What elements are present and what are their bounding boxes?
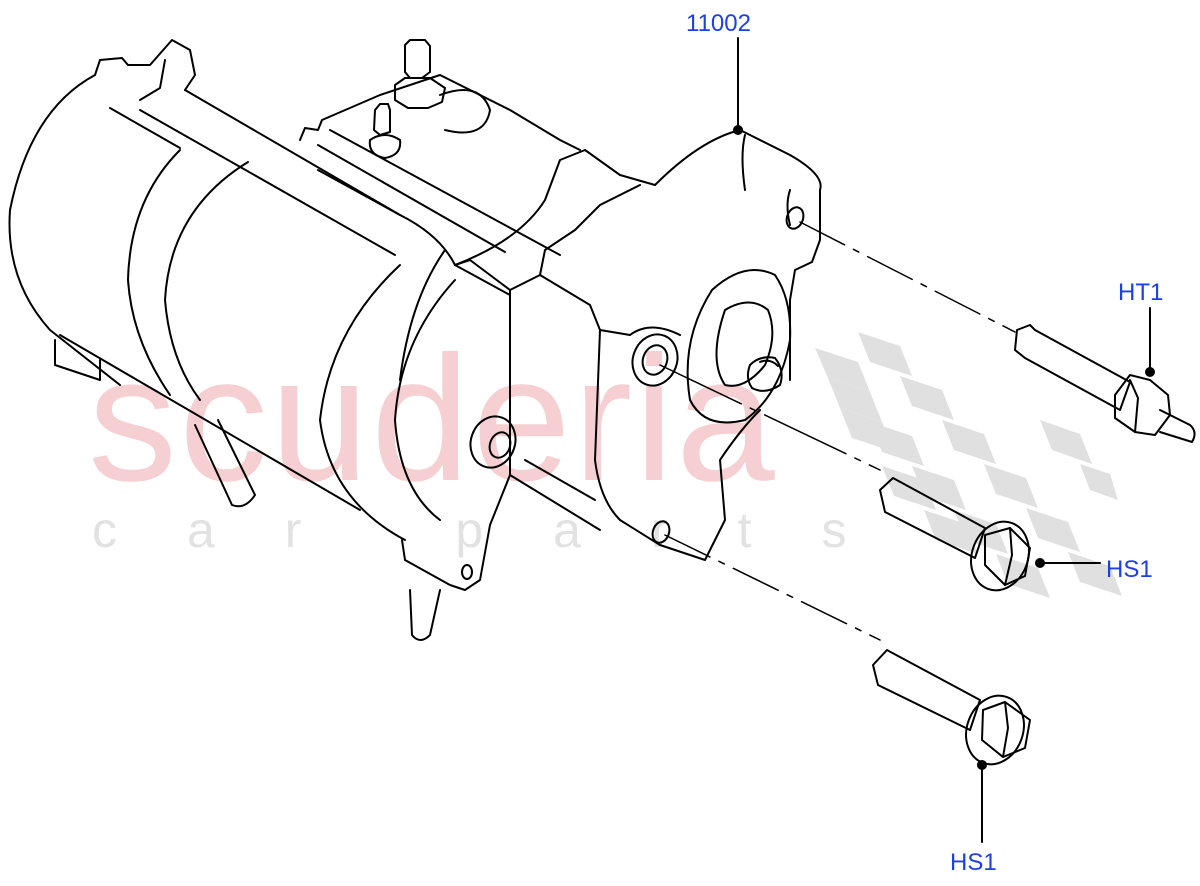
starter-motor [8,39,822,641]
leader-lines [733,37,1155,843]
flange-bolt-hs1-upper [879,477,1031,592]
stud-bolt-ht1 [1014,324,1196,443]
flange-bolt-hs1-lower [872,649,1031,766]
callout-11002[interactable]: 11002 [686,10,751,37]
callout-ht1[interactable]: HT1 [1118,279,1164,306]
callout-hs1-lower[interactable]: HS1 [950,849,997,876]
alignment-lines [659,221,1016,641]
callout-hs1-upper[interactable]: HS1 [1106,556,1153,583]
